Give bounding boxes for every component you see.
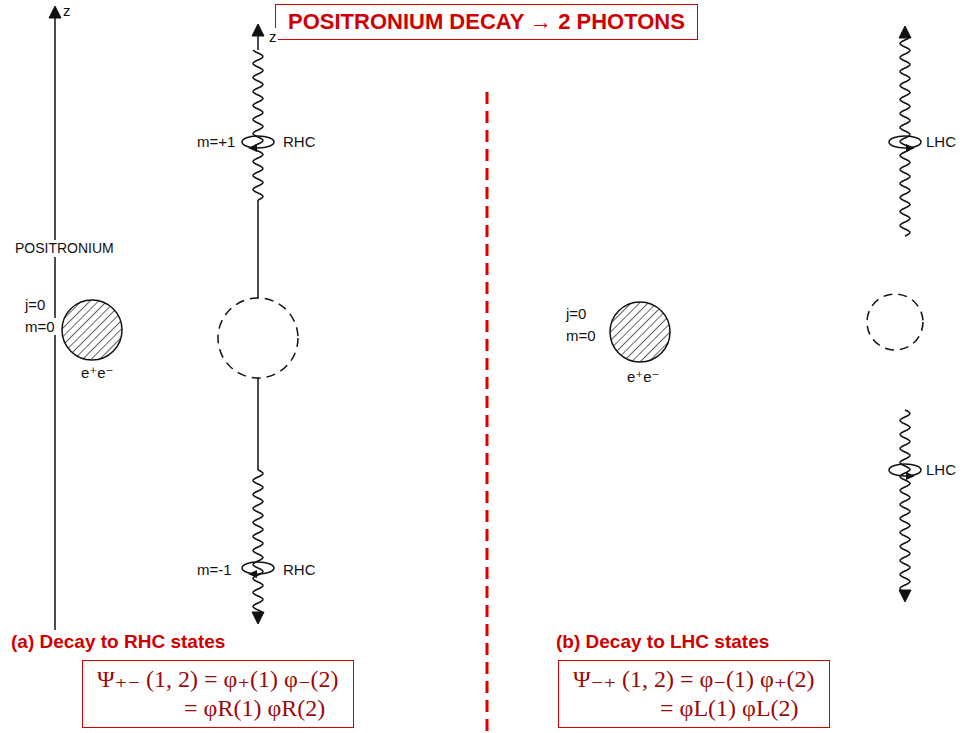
axis-label: z xyxy=(268,28,278,45)
equation-box: (b) Decay to LHC statesΨ₋₊ (1, 2) = φ₋(1… xyxy=(558,660,830,728)
polarization-label: RHC xyxy=(282,133,317,150)
decayed-atom xyxy=(867,294,923,350)
particle-label: e⁺e⁻ xyxy=(626,368,661,385)
polarization-loop xyxy=(889,136,921,148)
photon-path xyxy=(257,200,259,298)
photon-arrowhead xyxy=(899,590,911,602)
photon-wave xyxy=(900,38,910,236)
polarization-label: LHC xyxy=(925,133,957,150)
axis-label: z xyxy=(62,2,72,19)
axis-arrowhead xyxy=(252,24,264,36)
polarization-label: LHC xyxy=(925,461,957,478)
particle-label: e⁺e⁻ xyxy=(80,364,115,381)
atom-name: POSITRONIUM xyxy=(14,240,115,257)
polarization-loop xyxy=(242,562,274,574)
photon-arrowhead xyxy=(252,612,264,624)
quantum-number: m=+1 xyxy=(196,133,236,150)
polarization-label: RHC xyxy=(282,561,317,578)
quantum-number: j=0 xyxy=(565,305,587,322)
wavefunction-equation: = φL(1) φL(2) xyxy=(660,694,815,723)
z-axis xyxy=(257,36,259,50)
caption-heading: (b) Decay to LHC states xyxy=(556,631,769,653)
wavefunction-equation: = φR(1) φR(2) xyxy=(184,694,339,723)
positronium-atom xyxy=(610,302,670,362)
quantum-number: j=0 xyxy=(24,296,46,313)
rotation-arrowhead xyxy=(248,144,257,152)
positronium-atom xyxy=(62,300,122,360)
divider-line xyxy=(486,92,489,733)
photon-arrowhead xyxy=(899,26,911,38)
caption-heading: (a) Decay to RHC states xyxy=(11,631,225,653)
rotation-arrowhead xyxy=(906,144,915,152)
polarization-loop xyxy=(242,136,274,148)
decayed-atom xyxy=(218,298,298,378)
rotation-arrowhead xyxy=(906,472,915,480)
quantum-number: m=-1 xyxy=(196,561,233,578)
quantum-number: m=0 xyxy=(565,327,597,344)
photon-wave xyxy=(900,410,910,590)
wavefunction-equation: Ψ₊₋ (1, 2) = φ₊(1) φ₋(2) xyxy=(97,665,339,694)
rotation-arrowhead xyxy=(248,570,257,578)
polarization-loop xyxy=(889,464,921,476)
axis-arrowhead xyxy=(49,6,61,18)
title-box: POSITRONIUM DECAY → 2 PHOTONS xyxy=(275,4,698,40)
photon-wave xyxy=(253,50,263,200)
photon-path xyxy=(257,378,259,470)
quantum-number: m=0 xyxy=(24,318,56,335)
equation-box: (a) Decay to RHC statesΨ₊₋ (1, 2) = φ₊(1… xyxy=(82,660,354,728)
wavefunction-equation: Ψ₋₊ (1, 2) = φ₋(1) φ₊(2) xyxy=(573,665,815,694)
photon-wave xyxy=(253,470,263,612)
